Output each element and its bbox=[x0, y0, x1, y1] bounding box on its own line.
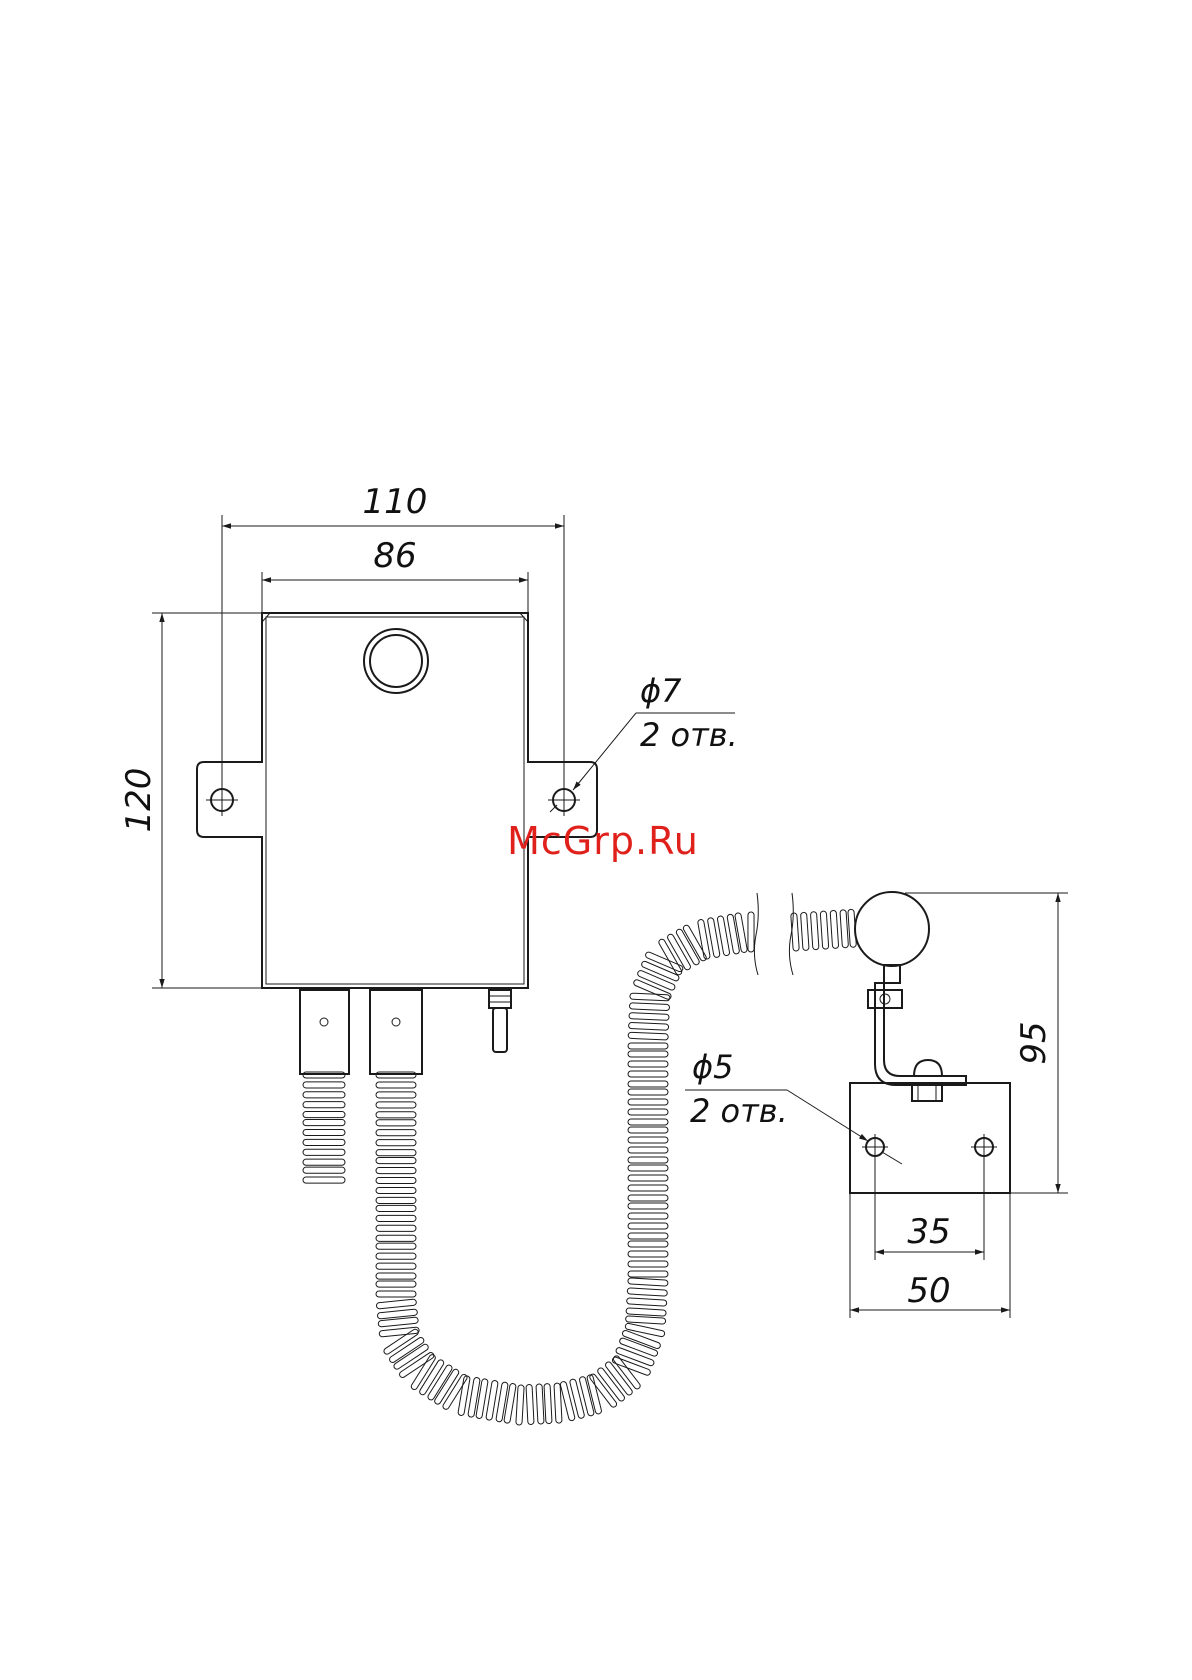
dim-width-overall: 110 bbox=[363, 482, 428, 522]
dim-height-body: 120 bbox=[119, 768, 159, 833]
short-conduit bbox=[303, 1072, 345, 1183]
indicator-lamp bbox=[364, 629, 428, 693]
dim-bracket-width: 50 bbox=[907, 1271, 950, 1311]
watermark: McGrp.Ru bbox=[507, 819, 699, 863]
long-conduit bbox=[376, 909, 856, 1425]
dimension-lines bbox=[152, 515, 1068, 1318]
cable-gland-left bbox=[300, 990, 349, 1074]
ground-terminal bbox=[489, 990, 511, 1052]
dim-bracket-hole-spacing: 35 bbox=[907, 1212, 950, 1252]
dim-hole-diameter-main: ϕ7 bbox=[640, 672, 682, 710]
dim-hole-diameter-bracket: ϕ5 bbox=[692, 1048, 733, 1086]
dim-hole-count-main: 2 отв. bbox=[640, 716, 738, 754]
mounting-plate bbox=[850, 1083, 1010, 1193]
dim-hole-count-bracket: 2 отв. bbox=[690, 1092, 788, 1130]
sensor-head bbox=[855, 892, 929, 983]
conduit-break-marks bbox=[754, 893, 793, 975]
cable-gland-middle bbox=[370, 990, 422, 1074]
dim-width-body: 86 bbox=[373, 536, 416, 576]
enclosure bbox=[197, 613, 597, 988]
dim-sensor-height: 95 bbox=[1014, 1021, 1054, 1064]
